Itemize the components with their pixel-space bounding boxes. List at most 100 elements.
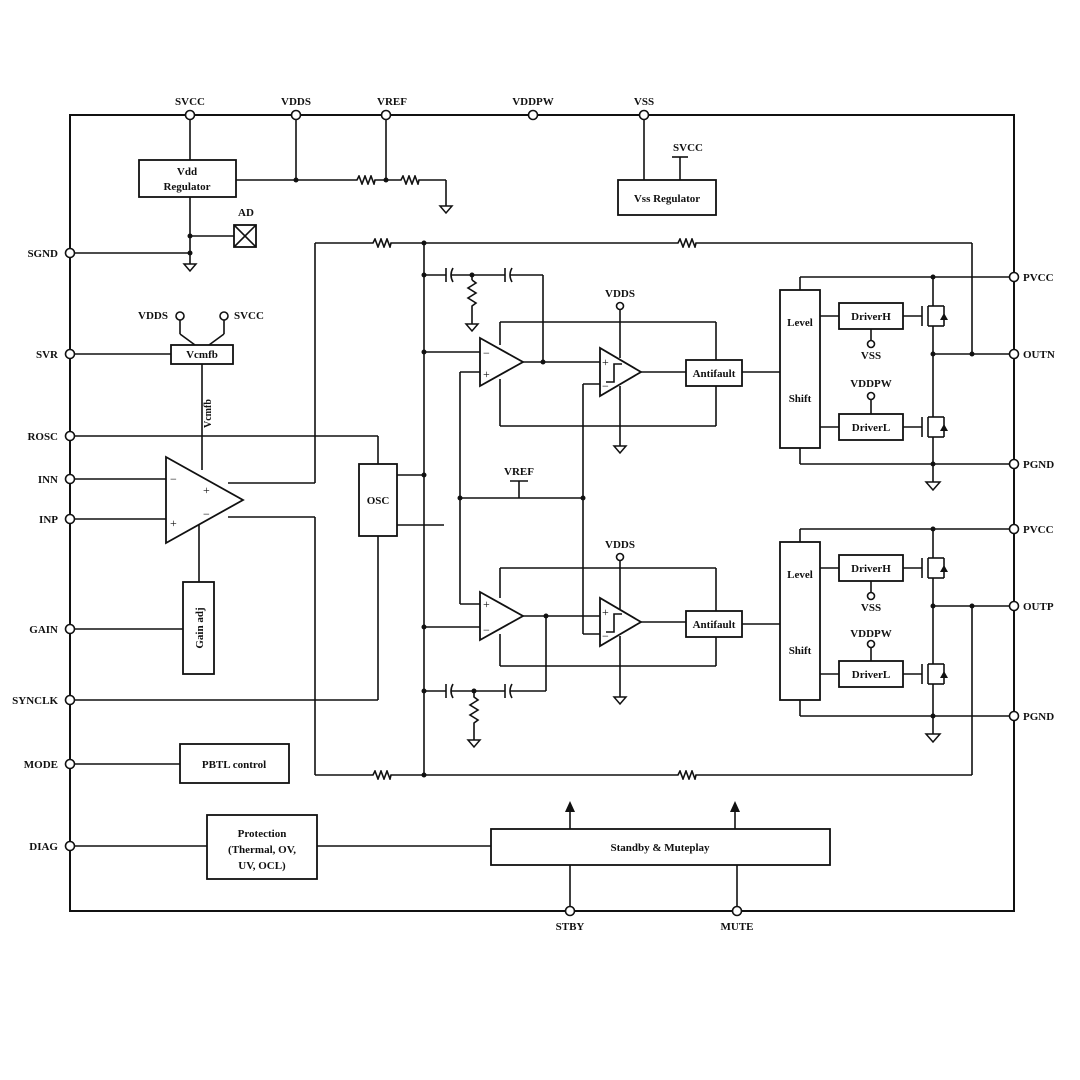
pgnd-top-pin <box>1008 458 1020 470</box>
bottom-integrator-minus: − <box>483 623 490 637</box>
pvcc-top-pin <box>1008 271 1020 283</box>
vdd-regulator: Vdd Regulator <box>138 159 454 273</box>
bottom-driverl-label: DriverL <box>852 669 890 681</box>
top-output-stage: Level Shift DriverH VSS DriverL VDDPW <box>779 274 1014 492</box>
ic-boundary <box>69 114 1015 912</box>
top-integrator: − + <box>424 267 717 604</box>
rosc-pin <box>64 430 76 442</box>
gain-adj-label: Gain adj <box>194 607 206 648</box>
pvcc-bottom-label: PVCC <box>1023 524 1054 536</box>
bottom-driverl-vddpw-label: VDDPW <box>850 628 892 640</box>
standby-muteplay-block: Standby & Muteplay <box>490 801 831 911</box>
outn-label: OUTN <box>1023 349 1055 361</box>
sgnd-label: SGND <box>27 248 58 260</box>
bottom-output-stage: Level Shift DriverH VSS DriverL VDDPW <box>779 526 1014 744</box>
input-amp-minus-in: − <box>170 472 177 486</box>
mid-vref-label: VREF <box>504 466 534 478</box>
bottom-level-label: Level <box>787 569 813 581</box>
vcmfb-svcc-label: SVCC <box>234 310 264 322</box>
synclk-pin <box>64 694 76 706</box>
mute-label: MUTE <box>721 921 754 933</box>
top-driverl-label: DriverL <box>852 422 890 434</box>
vss-pin <box>638 109 650 121</box>
protection-line1: Protection <box>238 828 287 840</box>
vref-pin <box>380 109 392 121</box>
bottom-pins: STBY MUTE <box>556 905 754 933</box>
vcmfb-vdds-label: VDDS <box>138 310 168 322</box>
mode-label: MODE <box>24 759 58 771</box>
pvcc-top-label: PVCC <box>1023 272 1054 284</box>
inp-label: INP <box>39 514 58 526</box>
vss-label: VSS <box>634 96 654 108</box>
ad-label: AD <box>238 207 254 219</box>
mode-pin <box>64 758 76 770</box>
svcc-label: SVCC <box>175 96 205 108</box>
top-driverh-vss-label: VSS <box>861 350 881 362</box>
diag-label: DIAG <box>29 841 58 853</box>
inn-pin <box>64 473 76 485</box>
bottom-antifault: Antifault <box>685 610 780 638</box>
top-antifault: Antifault <box>685 359 780 387</box>
top-shift-label: Shift <box>789 393 812 405</box>
vdds-pin <box>290 109 302 121</box>
top-comparator: + − VDDS <box>580 288 686 634</box>
pgnd-bottom-label: PGND <box>1023 711 1054 723</box>
svcc-pin <box>184 109 196 121</box>
pgnd-bottom-pin <box>1008 710 1020 722</box>
vcmfb-block: Vcmfb VDDS SVCC Vcmfb <box>75 310 264 470</box>
input-amp-plus-in: + <box>170 516 177 530</box>
top-pins: SVCC VDDS VREF VDDPW VSS <box>175 96 654 180</box>
top-integrator-minus: − <box>483 346 490 360</box>
bottom-comparator: + − VDDS <box>583 539 686 706</box>
bottom-comparator-minus: − <box>602 629 609 643</box>
feedback-network <box>370 238 973 780</box>
stby-pin <box>564 905 576 917</box>
vddpw-pin <box>527 109 539 121</box>
outn-pin <box>1008 348 1020 360</box>
gain-pin <box>64 623 76 635</box>
rosc-label: ROSC <box>27 431 58 443</box>
top-comparator-vdds-label: VDDS <box>605 288 635 300</box>
bottom-comparator-plus: + <box>602 605 609 619</box>
left-pins: SGND SVR ROSC INN INP GAIN SYNCLK MODE D… <box>12 247 76 853</box>
osc-block: OSC <box>75 435 444 701</box>
input-amp-minus-out: − <box>203 507 210 521</box>
svr-label: SVR <box>36 349 59 361</box>
top-antifault-label: Antifault <box>693 368 736 380</box>
vdd-regulator-line2: Regulator <box>163 181 210 193</box>
bottom-integrator-plus: + <box>483 597 490 611</box>
protection-line3: UV, OCL) <box>238 860 286 872</box>
vss-regulator: Vss Regulator SVCC <box>617 142 717 216</box>
vdd-regulator-line1: Vdd <box>177 166 197 178</box>
outp-label: OUTP <box>1023 601 1054 613</box>
bottom-integrator: + − <box>424 567 717 749</box>
gain-adj-block: Gain adj <box>75 581 215 675</box>
top-driverh-label: DriverH <box>851 311 891 323</box>
bottom-driverh-vss-label: VSS <box>861 602 881 614</box>
input-amp-plus-out: + <box>203 483 210 497</box>
protection-block: Protection (Thermal, OV, UV, OCL) <box>75 814 491 880</box>
synclk-label: SYNCLK <box>12 695 58 707</box>
bottom-comparator-vdds-label: VDDS <box>605 539 635 551</box>
vss-regulator-label: Vss Regulator <box>634 193 700 205</box>
mute-pin <box>731 905 743 917</box>
bottom-driverh-label: DriverH <box>851 563 891 575</box>
mid-vref: VREF <box>460 466 583 499</box>
vcmfb-label: Vcmfb <box>186 349 218 361</box>
svr-pin <box>64 348 76 360</box>
diag-pin <box>64 840 76 852</box>
vref-label: VREF <box>377 96 407 108</box>
inn-label: INN <box>38 474 58 486</box>
ad-pad: AD <box>233 207 257 248</box>
vcmfb-wire-label: Vcmfb <box>203 399 214 428</box>
outp-pin <box>1008 600 1020 612</box>
top-driverl-vddpw-label: VDDPW <box>850 378 892 390</box>
vss-regulator-supply-label: SVCC <box>673 142 703 154</box>
top-level-label: Level <box>787 317 813 329</box>
vddpw-label: VDDPW <box>512 96 554 108</box>
pbtl-control-block: PBTL control <box>75 743 290 784</box>
bottom-shift-label: Shift <box>789 645 812 657</box>
top-comparator-minus: − <box>602 379 609 393</box>
osc-label: OSC <box>367 495 390 507</box>
